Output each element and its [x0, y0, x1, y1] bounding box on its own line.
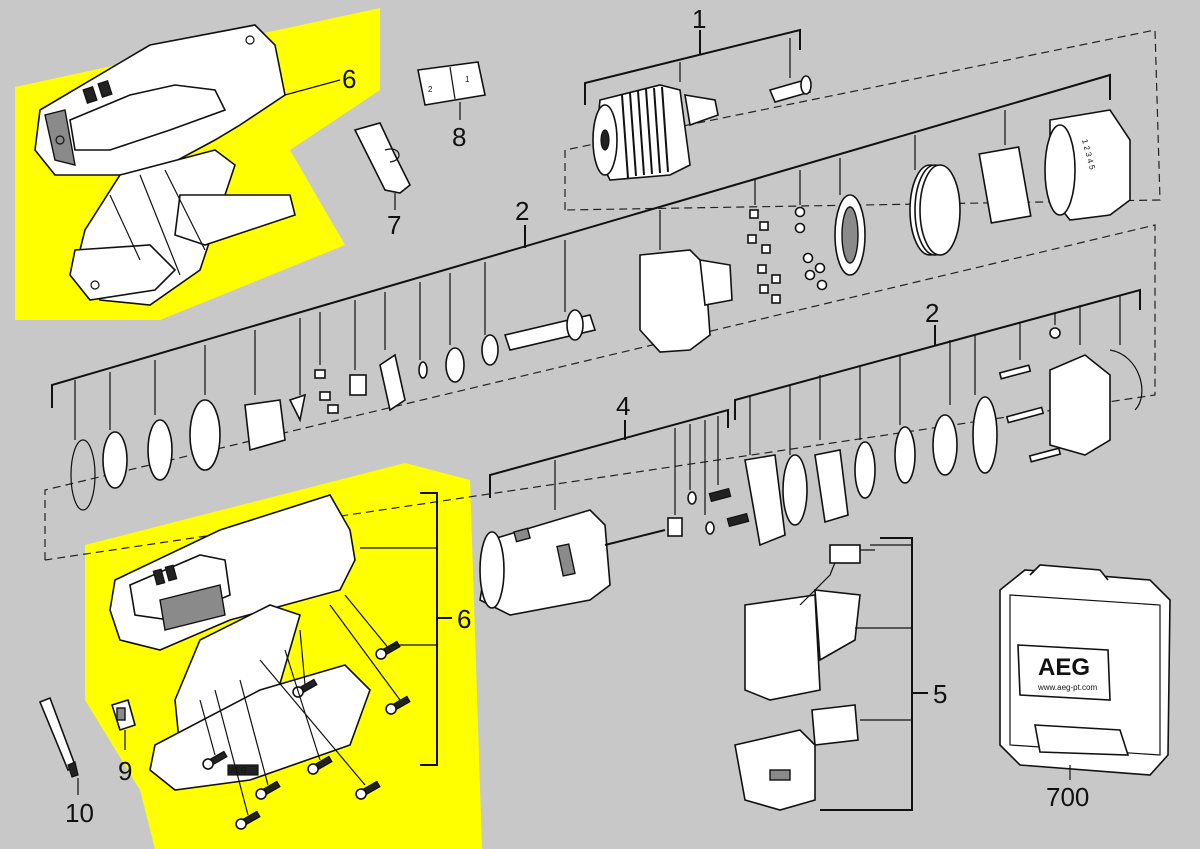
callout-9: 9	[118, 756, 132, 786]
housing-screws	[199, 594, 411, 830]
gearbox-upper-drawing: 1 2 3 4 5	[70, 109, 1131, 511]
case-drawing: AEG www.aeg-pt.com	[999, 564, 1171, 776]
callout-2-upper: 2	[515, 196, 529, 226]
motor-drawing	[479, 487, 750, 616]
callout-10: 10	[65, 798, 94, 828]
bracket-6-bottom	[360, 492, 452, 766]
bit-drawing	[38, 696, 79, 778]
bracket-2-upper	[51, 73, 1111, 440]
small-balls	[747, 206, 828, 304]
callout-7: 7	[387, 210, 401, 240]
gearbox-lower-drawing	[744, 327, 1143, 547]
callout-2-lower: 2	[925, 298, 939, 328]
callout-4: 4	[616, 391, 630, 421]
housing-label: AEG	[230, 766, 247, 775]
housing-top-drawing	[34, 24, 296, 306]
case-logo: AEG	[1038, 654, 1090, 681]
callout-8: 8	[452, 122, 466, 152]
bit-holder-drawing	[110, 698, 136, 732]
callout-700: 700	[1046, 782, 1089, 812]
housing-bottom-drawing: AEG	[109, 494, 371, 791]
direction-slider-drawing: 2 1	[417, 61, 486, 106]
chuck-drawing	[592, 75, 812, 181]
bracket-4	[489, 408, 729, 515]
bracket-2-lower	[734, 288, 1141, 455]
bracket-1	[584, 28, 801, 105]
callout-6-top: 6	[342, 64, 356, 94]
bracket-5	[820, 537, 928, 811]
dashed-assembly-guides	[44, 29, 1161, 561]
belt-clip-drawing	[353, 122, 412, 194]
leader-6-top	[284, 79, 341, 96]
switch-drawing	[734, 544, 875, 811]
callout-5: 5	[933, 679, 947, 709]
case-url: www.aeg-pt.com	[1037, 683, 1097, 692]
callout-1: 1	[692, 4, 706, 34]
callout-6-bottom: 6	[457, 604, 471, 634]
slider-mark-left: 2	[428, 85, 433, 94]
slider-mark-right: 1	[465, 75, 470, 84]
